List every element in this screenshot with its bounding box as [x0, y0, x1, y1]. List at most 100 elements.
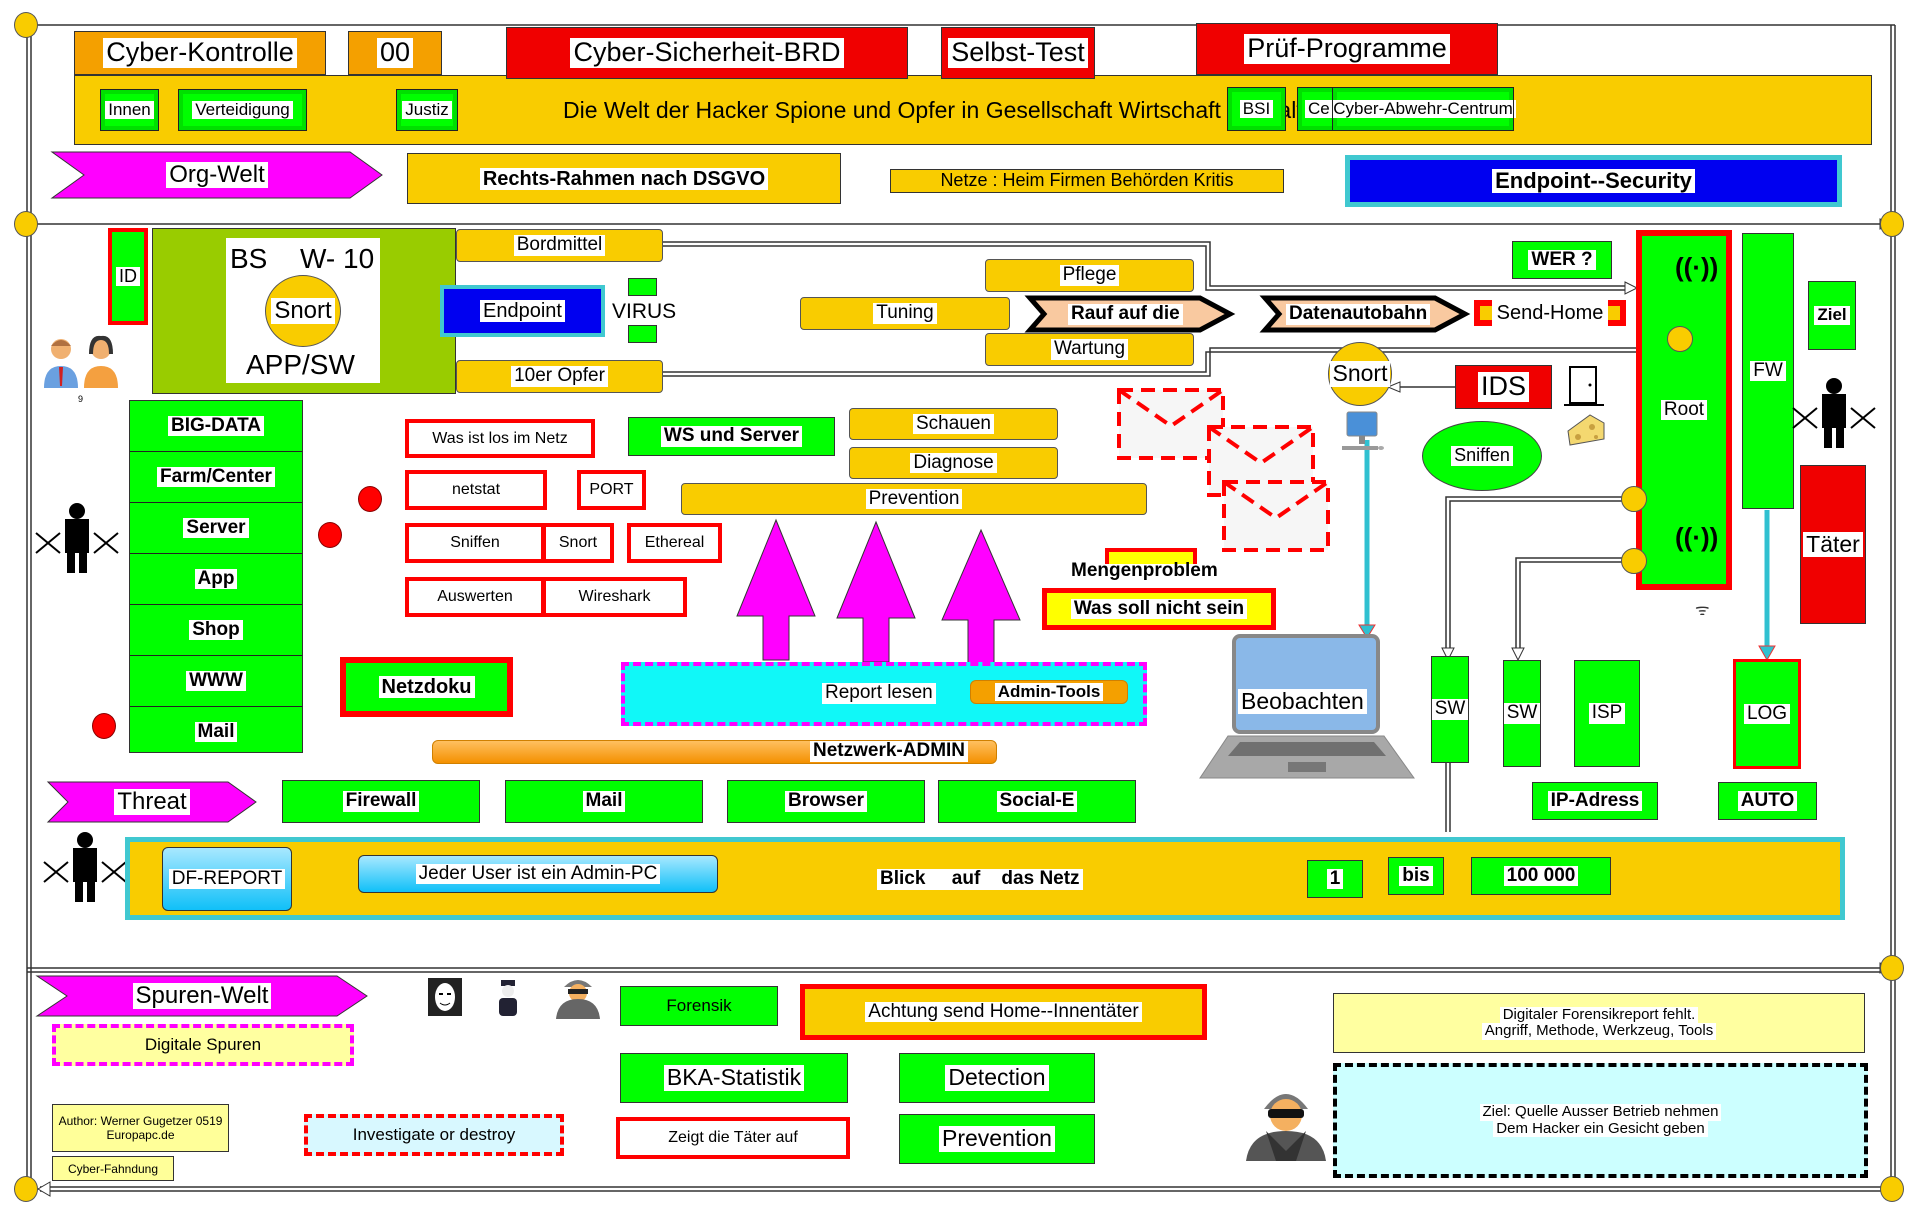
ids-box[interactable]: IDS: [1455, 365, 1552, 409]
app-sw-label: APP/SW: [246, 349, 355, 380]
badge-verteidigung[interactable]: Verteidigung: [178, 89, 307, 131]
ethereal-box[interactable]: Ethereal: [627, 523, 722, 563]
netstat-box[interactable]: netstat: [405, 470, 547, 510]
stack-item[interactable]: WWW: [130, 656, 302, 707]
endpoint-security-box[interactable]: Endpoint--Security: [1345, 155, 1842, 207]
beobachten-label: Beobachten: [1238, 688, 1367, 715]
id-box[interactable]: ID: [108, 228, 148, 325]
badge-justiz[interactable]: Justiz: [396, 89, 458, 131]
badge-label: Cyber-Abwehr-Centrum: [1330, 99, 1516, 119]
bordmittel-box[interactable]: Bordmittel: [456, 229, 663, 262]
investigate-box[interactable]: Investigate or destroy: [304, 1114, 564, 1156]
sniffen-box[interactable]: Sniffen: [405, 523, 545, 563]
stack-item[interactable]: Farm/Center: [130, 452, 302, 503]
df-report-button[interactable]: DF-REPORT: [162, 847, 292, 911]
ziel-box[interactable]: Ziel: [1808, 281, 1856, 350]
badge-cyber-abwehr-centrum[interactable]: Cyber-Abwehr-Centrum: [1330, 87, 1516, 131]
opfer-box[interactable]: 10er Opfer: [456, 360, 663, 393]
snort-circle[interactable]: Snort: [265, 275, 341, 347]
tab-cyber-kontrolle[interactable]: Cyber-Kontrolle: [74, 31, 326, 75]
netzdoku-box[interactable]: Netzdoku: [340, 657, 513, 717]
blick-label: Blick auf das Netz: [877, 868, 1083, 890]
auswerten-box[interactable]: Auswerten: [405, 577, 545, 617]
antenna-icon: ((·)): [1675, 252, 1719, 282]
hacker-avatar-icon: [1244, 1081, 1328, 1161]
pflege-box[interactable]: Pflege: [985, 259, 1194, 292]
hacker-figure-icon: [32, 503, 122, 575]
root-node: [1621, 486, 1647, 512]
antenna-icon: ((·)): [1675, 522, 1719, 552]
diagnose-box[interactable]: Diagnose: [849, 447, 1058, 479]
red-dot: [92, 713, 116, 739]
snort-node[interactable]: Snort: [1328, 342, 1392, 406]
badge-label: Innen: [105, 100, 154, 120]
auto-box[interactable]: AUTO: [1718, 782, 1817, 820]
root-box[interactable]: Root: [1636, 230, 1732, 590]
wartung-box[interactable]: Wartung: [985, 333, 1194, 366]
bs-label: BS: [230, 243, 268, 274]
forensik-box[interactable]: Forensik: [620, 986, 778, 1026]
stack-item[interactable]: Mail: [130, 707, 302, 757]
isp-box[interactable]: ISP: [1574, 660, 1640, 767]
threat-firewall[interactable]: Firewall: [282, 780, 480, 823]
netze-box[interactable]: Netze : Heim Firmen Behörden Kritis: [890, 169, 1284, 193]
tab-selbst-test[interactable]: Selbst-Test: [941, 27, 1095, 79]
was-soll-nicht-box[interactable]: Was soll nicht sein: [1042, 588, 1276, 630]
mengenproblem-label: Mengenproblem: [1071, 560, 1218, 581]
spuren-welt-label: Spuren-Welt: [67, 976, 337, 1016]
header-band: [74, 75, 1872, 145]
badge-bsi[interactable]: BSI: [1227, 87, 1286, 131]
sw-box-1[interactable]: SW: [1431, 656, 1469, 763]
rechts-rahmen-box[interactable]: Rechts-Rahmen nach DSGVO: [407, 153, 841, 204]
admin-tools-button[interactable]: Admin-Tools: [970, 680, 1128, 704]
corner-node: [1880, 1176, 1904, 1202]
tab-pruef-programme[interactable]: Prüf-Programme: [1196, 23, 1498, 75]
tab-00[interactable]: 00: [348, 31, 442, 75]
root-node: [1621, 548, 1647, 574]
achtung-box[interactable]: Achtung send Home--Innentäter: [800, 984, 1207, 1040]
bka-statistik-box[interactable]: BKA-Statistik: [620, 1053, 848, 1103]
range-bis: bis: [1388, 857, 1444, 895]
fw-box[interactable]: FW: [1742, 233, 1794, 509]
stack-item[interactable]: Shop: [130, 605, 302, 656]
stack-item[interactable]: BIG-DATA: [130, 401, 302, 452]
stack-item[interactable]: App: [130, 554, 302, 605]
tuning-box[interactable]: Tuning: [800, 297, 1010, 330]
prevention-box[interactable]: Prevention: [899, 1114, 1095, 1164]
threat-mail[interactable]: Mail: [505, 780, 703, 823]
ip-adress-box[interactable]: IP-Adress: [1532, 782, 1658, 820]
wireshark-box[interactable]: Wireshark: [542, 577, 687, 617]
schauen-box[interactable]: Schauen: [849, 408, 1058, 440]
endpoint-box[interactable]: Endpoint: [440, 285, 605, 337]
snort-tool-box[interactable]: Snort: [542, 523, 614, 563]
sw-box-2[interactable]: SW: [1503, 660, 1541, 767]
netzwerk-admin-label: Netzwerk-ADMIN: [810, 740, 969, 762]
stack-item[interactable]: Server: [130, 503, 302, 554]
tab-cyber-sicherheit-brd[interactable]: Cyber-Sicherheit-BRD: [506, 27, 908, 79]
ws-server-box[interactable]: WS und Server: [628, 417, 835, 456]
send-home-box[interactable]: Send-Home: [1474, 300, 1626, 326]
up-arrow-icon: [941, 528, 1021, 665]
sniffen-oval[interactable]: Sniffen: [1422, 421, 1542, 491]
prevention-bar[interactable]: Prevention: [681, 483, 1147, 515]
threat-social-e[interactable]: Social-E: [938, 780, 1136, 823]
log-box[interactable]: LOG: [1733, 659, 1801, 769]
taeter-box[interactable]: Täter: [1800, 465, 1866, 624]
w10-label: W- 10: [300, 243, 375, 274]
wer-box[interactable]: WER ?: [1512, 241, 1612, 279]
zeigt-taeter-box[interactable]: Zeigt die Täter auf: [616, 1117, 850, 1159]
port-box[interactable]: PORT: [577, 470, 646, 510]
virus-bar-top: [628, 278, 657, 296]
door-icon: [1564, 365, 1604, 407]
corner-node: [1880, 955, 1904, 981]
root-node: [1667, 326, 1693, 352]
badge-innen[interactable]: Innen: [100, 89, 159, 131]
digitale-spuren-box[interactable]: Digitale Spuren: [52, 1024, 354, 1066]
was-ist-los-box[interactable]: Was ist los im Netz: [405, 419, 595, 458]
detection-box[interactable]: Detection: [899, 1053, 1095, 1103]
threat-browser[interactable]: Browser: [727, 780, 925, 823]
jeder-user-button[interactable]: Jeder User ist ein Admin-PC: [358, 855, 718, 893]
forensikreport-box: Digitaler Forensikreport fehlt. Angriff,…: [1333, 993, 1865, 1053]
users-icon: [44, 334, 124, 394]
virus-bar-bottom: [628, 325, 657, 343]
